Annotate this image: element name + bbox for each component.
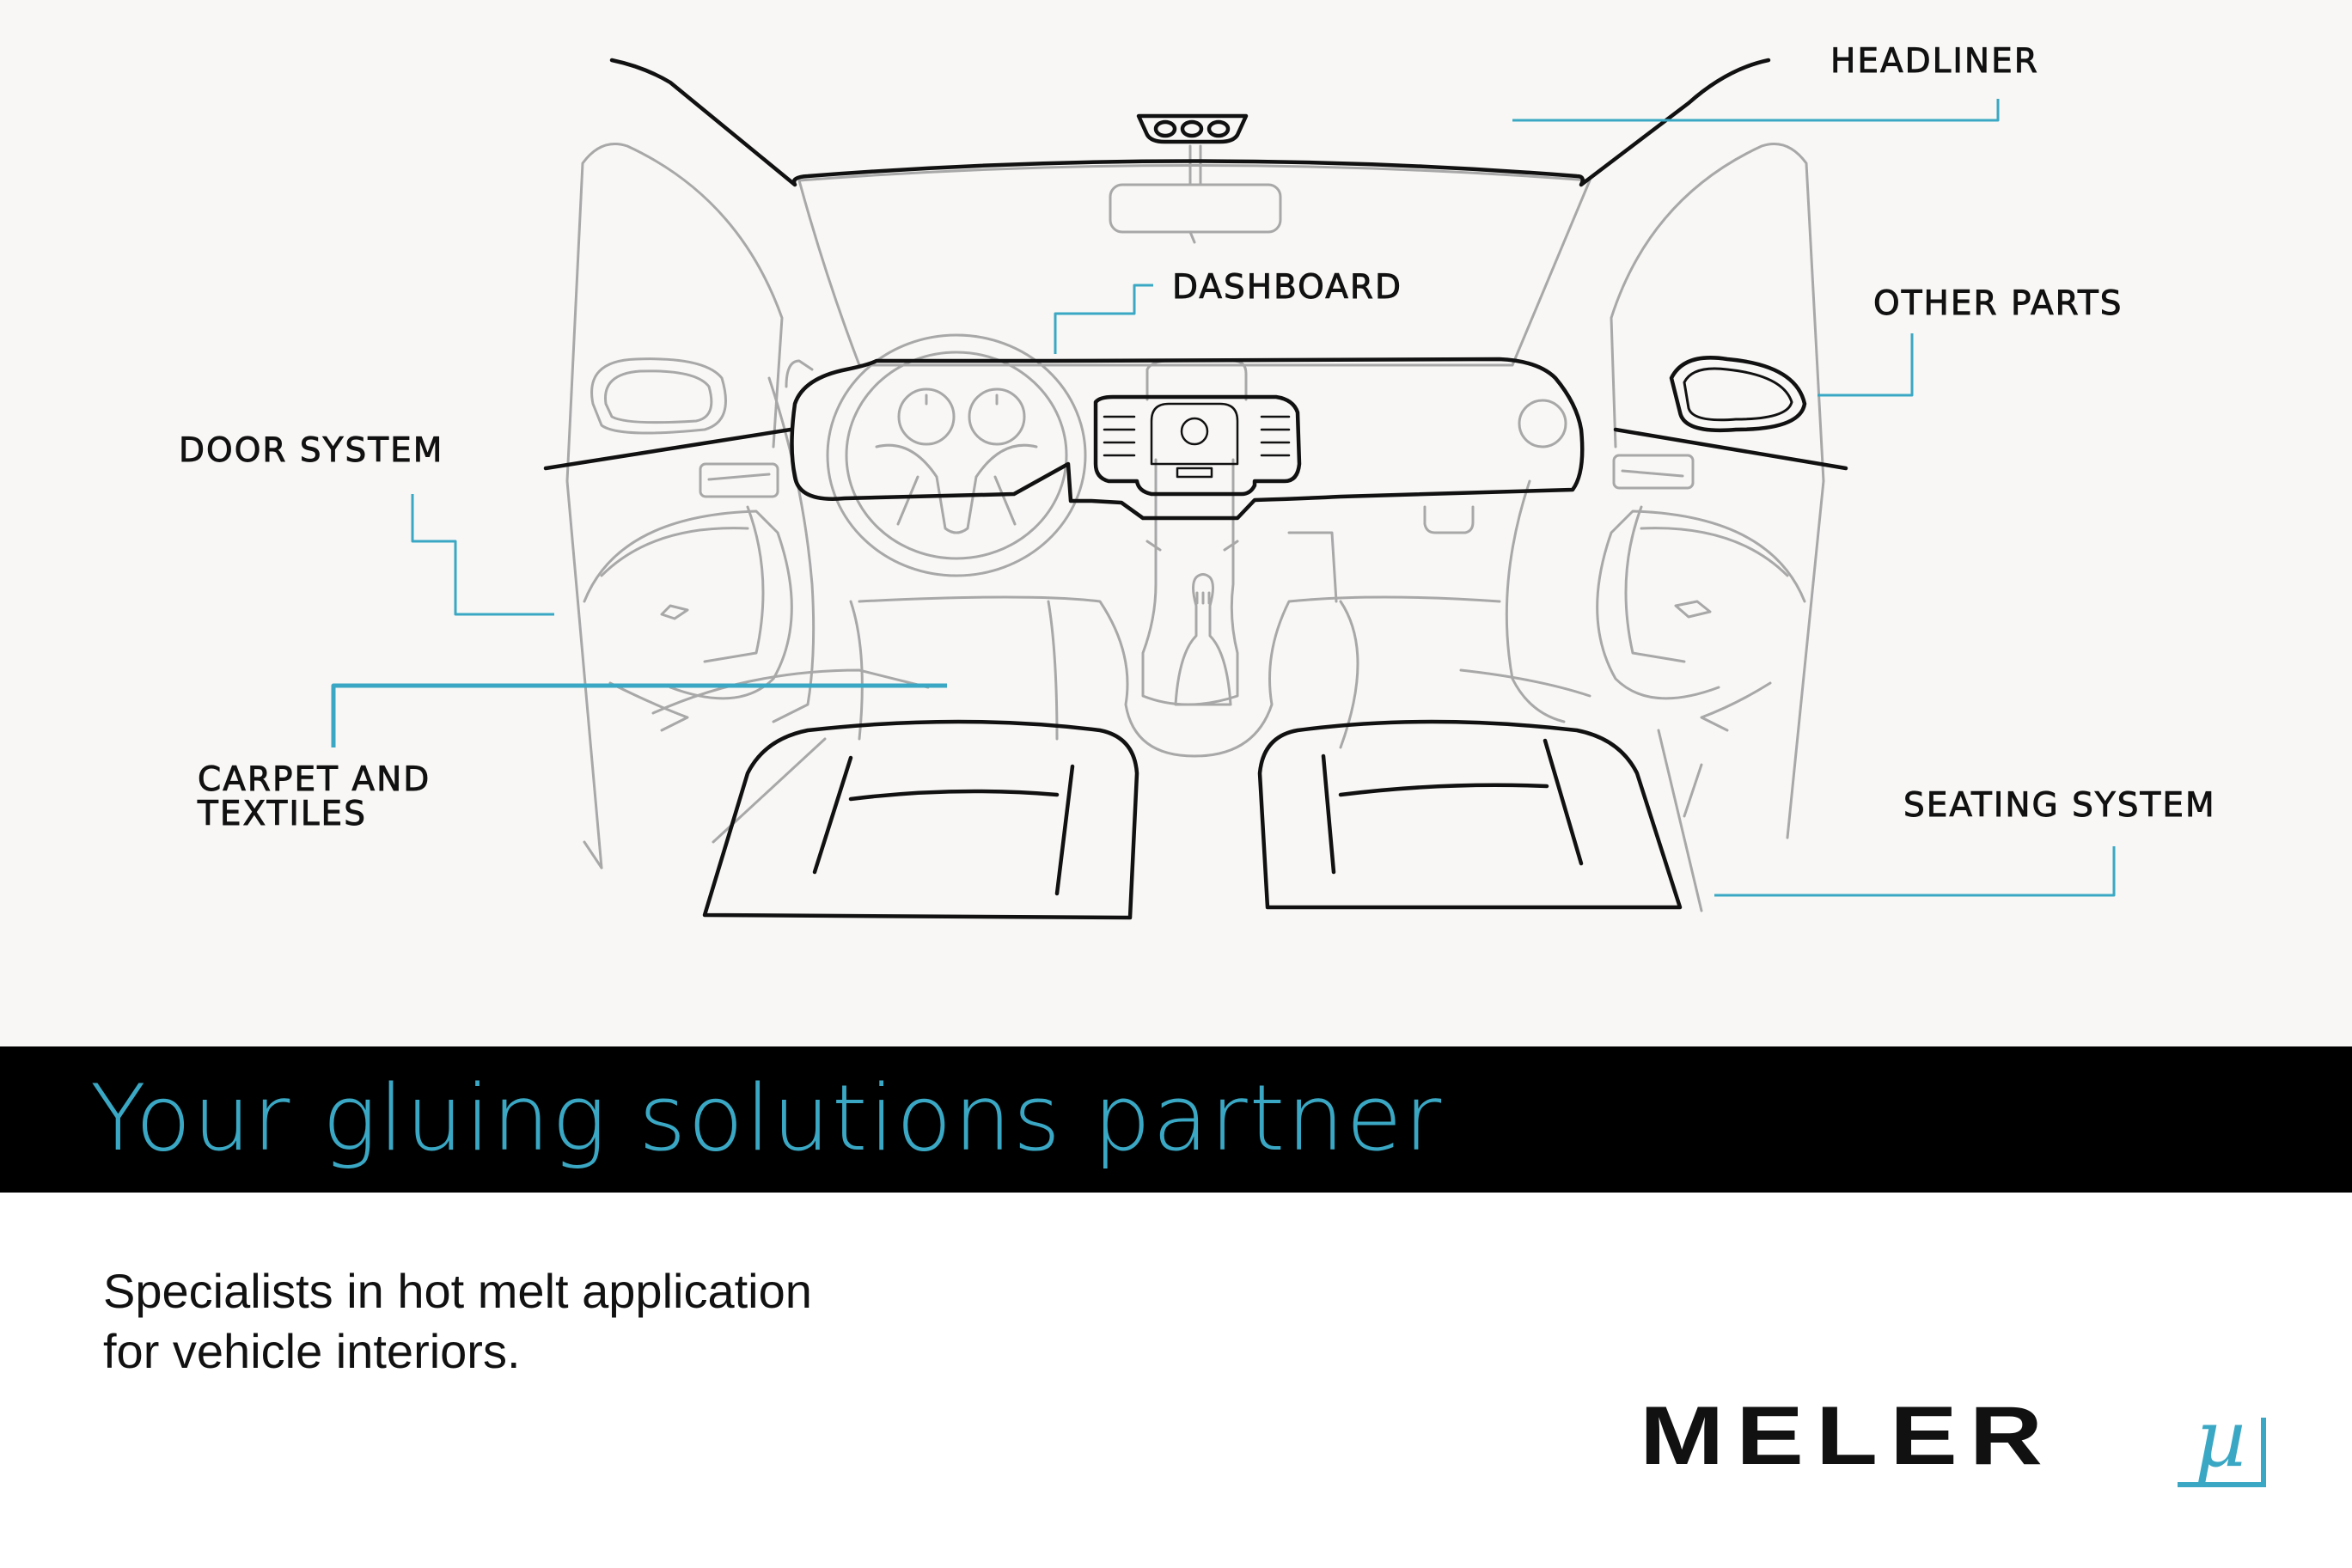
meler-logo-mu-glyph: µ bbox=[2195, 1409, 2246, 1485]
label-door-system: DOOR SYSTEM bbox=[179, 431, 444, 470]
seating-system-callout bbox=[1714, 846, 2116, 897]
left-door-beltline bbox=[543, 427, 793, 471]
tagline-text: Your gluing solutions partner bbox=[90, 1065, 1444, 1171]
dashboard-outline bbox=[790, 357, 1585, 521]
right-door-beltline bbox=[1613, 427, 1848, 471]
gear-shift bbox=[1174, 573, 1232, 706]
left-seat bbox=[702, 719, 1139, 920]
steering-wheel bbox=[826, 333, 1087, 577]
description-text: Specialists in hot melt application for … bbox=[103, 1261, 1134, 1382]
interior-outline-dark bbox=[543, 58, 1848, 920]
label-carpet-line1: CARPET AND bbox=[198, 760, 431, 799]
overhead-console bbox=[1136, 113, 1249, 144]
left-side-mirror bbox=[590, 357, 727, 435]
meler-logo-mu-mark: µ bbox=[2178, 1409, 2266, 1487]
dashboard-callout bbox=[1054, 284, 1153, 354]
center-vents bbox=[1093, 394, 1302, 497]
description-line-1: Specialists in hot melt application bbox=[103, 1264, 812, 1318]
rear-view-mirror bbox=[1109, 183, 1282, 234]
label-carpet-line2: TEXTILES bbox=[198, 795, 367, 833]
right-side-mirror bbox=[1669, 356, 1807, 432]
other-parts-callout bbox=[1817, 333, 1914, 397]
right-seat bbox=[1257, 719, 1683, 910]
meler-logo-wordmark: MELER bbox=[1640, 1388, 2055, 1483]
headliner-callout bbox=[1512, 99, 2000, 122]
door-system-callout bbox=[411, 494, 554, 616]
label-headliner: HEADLINER bbox=[1830, 42, 2039, 81]
headliner-outline bbox=[609, 58, 1771, 187]
label-dashboard: DASHBOARD bbox=[1172, 268, 1402, 307]
diagram-area: HEADLINER DASHBOARD OTHER PARTS DOOR SYS… bbox=[178, 42, 2216, 920]
description-line-2: for vehicle interiors. bbox=[103, 1324, 521, 1378]
tagline-banner bbox=[0, 1046, 2352, 1193]
carpet-callout bbox=[331, 683, 947, 747]
callout-lines bbox=[331, 99, 2116, 897]
car-interior-illustration bbox=[331, 58, 2116, 920]
label-seating-system: SEATING SYSTEM bbox=[1903, 786, 2216, 825]
label-other-parts: OTHER PARTS bbox=[1873, 284, 2123, 323]
interior-outline-light bbox=[565, 143, 1825, 912]
